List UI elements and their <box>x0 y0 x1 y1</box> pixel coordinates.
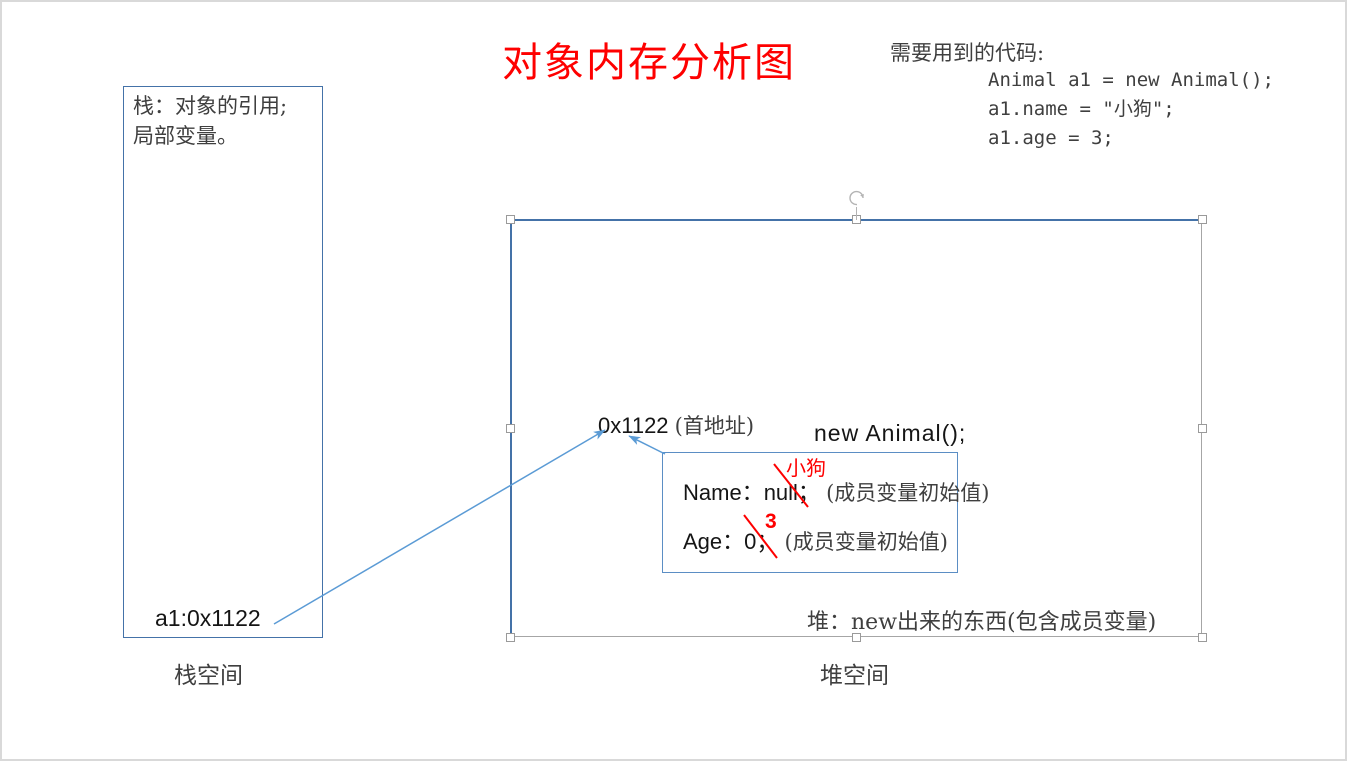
field-row-age: Age：0； (成员变量初始值) <box>683 524 948 556</box>
resize-handle-bottom-left[interactable] <box>505 632 515 642</box>
stack-description-line-1: 栈：对象的引用; <box>133 94 288 118</box>
rotate-handle-stem <box>856 207 857 220</box>
annotation-name-value: 小狗 <box>786 456 826 480</box>
field-name-note: (成员变量初始值) <box>826 481 990 505</box>
resize-handle-bottom-center[interactable] <box>851 632 861 642</box>
stack-variable-value: a1:0x1122 <box>155 605 261 631</box>
code-heading: 需要用到的代码: <box>890 41 1045 65</box>
resize-handle-middle-left[interactable] <box>505 423 515 433</box>
stack-description: 栈：对象的引用; 局部变量。 <box>133 92 343 152</box>
code-line-1: Animal a1 = new Animal(); <box>988 69 1274 92</box>
heap-address-value: 0x1122 <box>598 413 669 438</box>
field-row-name: Name：null； (成员变量初始值) <box>683 475 989 507</box>
resize-handle-top-left[interactable] <box>505 214 515 224</box>
stack-description-line-2: 局部变量。 <box>133 123 238 148</box>
object-rectangle[interactable] <box>662 452 958 573</box>
code-line-3: a1.age = 3; <box>988 127 1114 149</box>
resize-handle-bottom-right[interactable] <box>1197 632 1207 642</box>
field-name-label: Name： <box>683 480 764 505</box>
heap-address: 0x1122 (首地址) <box>598 410 754 440</box>
field-name-value: null； <box>763 480 820 505</box>
stack-space-label: 栈空间 <box>174 663 243 689</box>
stack-rectangle[interactable] <box>123 86 323 638</box>
heap-address-note: (首地址) <box>674 414 755 438</box>
field-age-note: (成员变量初始值) <box>784 530 948 554</box>
annotation-age-value: 3 <box>765 510 777 533</box>
new-animal-expression: new Animal(); <box>814 420 967 446</box>
resize-handle-middle-right[interactable] <box>1197 423 1207 433</box>
rotate-handle-icon[interactable] <box>847 188 867 208</box>
page-title: 对象内存分析图 <box>502 40 796 86</box>
heap-description: 堆：new出来的东西(包含成员变量) <box>807 610 1157 635</box>
code-block: 需要用到的代码: Animal a1 = new Animal(); a1.na… <box>890 40 1330 153</box>
code-line-2: a1.name = "小狗"; <box>988 98 1175 121</box>
heap-space-label: 堆空间 <box>820 663 889 689</box>
resize-handle-top-right[interactable] <box>1197 214 1207 224</box>
field-age-label: Age： <box>683 529 745 554</box>
